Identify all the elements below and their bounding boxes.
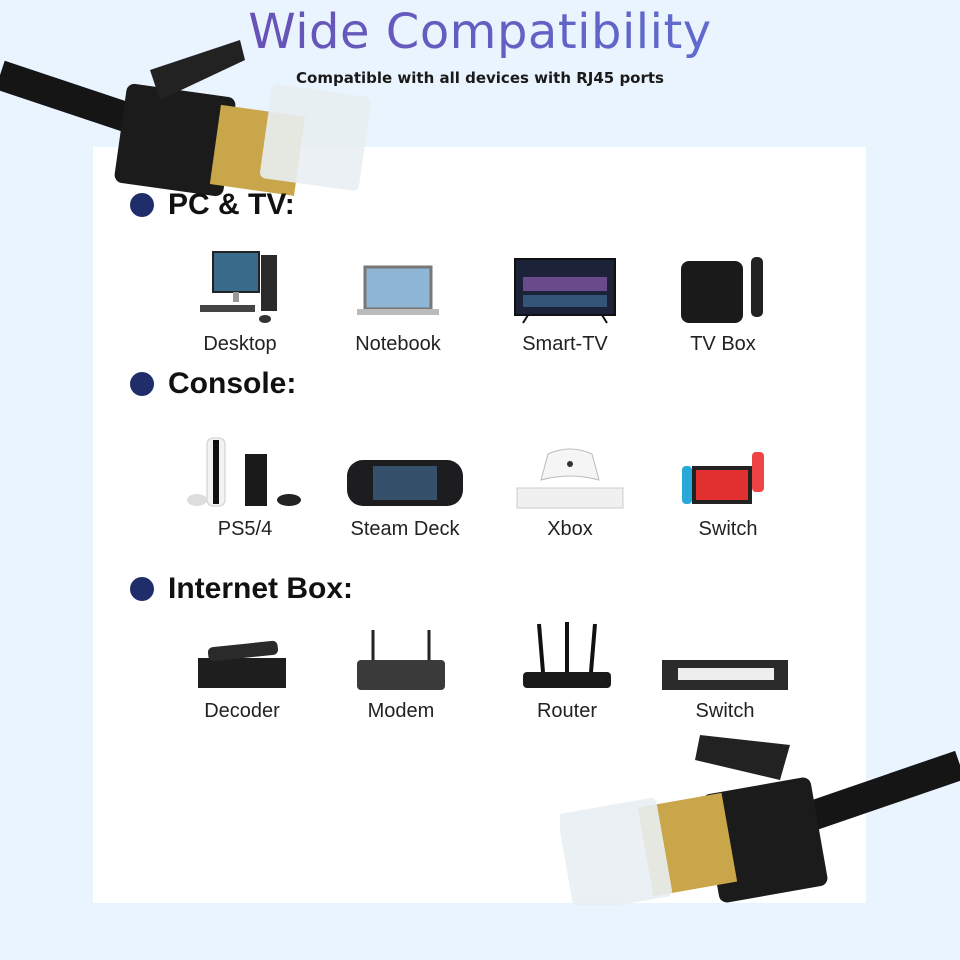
device-label: PS5/4	[217, 518, 273, 540]
device-network-switch: Switch	[650, 612, 800, 723]
tv-icon	[490, 245, 640, 325]
device-label: Xbox	[547, 518, 593, 540]
device-router: Router	[492, 612, 642, 723]
device-label: Decoder	[204, 700, 280, 722]
router-icon	[492, 612, 642, 692]
device-desktop: Desktop	[165, 245, 315, 356]
playstation-icon	[170, 430, 320, 510]
desktop-icon	[165, 245, 315, 325]
bullet-icon	[130, 193, 154, 217]
device-label: Router	[536, 700, 598, 722]
device-smart-tv: Smart-TV	[490, 245, 640, 356]
laptop-icon	[323, 245, 473, 325]
section-title: PC & TV:	[168, 188, 295, 221]
device-label: Smart-TV	[522, 333, 608, 355]
tv-box-icon	[648, 245, 798, 325]
page-title: Wide Compatibility	[0, 4, 960, 60]
decoder-icon	[167, 612, 317, 692]
xbox-icon	[495, 430, 645, 510]
device-tv-box: TV Box	[648, 245, 798, 356]
device-modem: Modem	[326, 612, 476, 723]
device-ps: PS5/4	[170, 430, 320, 541]
device-nintendo-switch: Switch	[653, 430, 803, 541]
device-label: TV Box	[690, 333, 756, 355]
device-label: Switch	[695, 700, 755, 722]
ethernet-cable-top-icon	[0, 40, 371, 197]
modem-icon	[326, 612, 476, 692]
section-title: Console:	[168, 367, 297, 400]
device-label: Modem	[367, 700, 435, 722]
device-label: Desktop	[203, 333, 277, 355]
bullet-icon	[130, 577, 154, 601]
bullet-icon	[130, 372, 154, 396]
nintendo-switch-icon	[653, 430, 803, 510]
steam-deck-icon	[330, 430, 480, 510]
ethernet-cable-bottom-icon	[560, 735, 960, 905]
network-switch-icon	[650, 612, 800, 692]
section-console: Console:	[130, 367, 296, 401]
device-label: Notebook	[355, 333, 441, 355]
device-label: Steam Deck	[350, 518, 460, 540]
device-label: Switch	[698, 518, 758, 540]
device-notebook: Notebook	[323, 245, 473, 356]
section-pc-tv: PC & TV:	[130, 188, 295, 222]
section-internet-box: Internet Box:	[130, 572, 353, 606]
device-steam-deck: Steam Deck	[330, 430, 480, 541]
device-decoder: Decoder	[167, 612, 317, 723]
page-subtitle: Compatible with all devices with RJ45 po…	[296, 69, 664, 87]
section-title: Internet Box:	[168, 572, 354, 605]
device-xbox: Xbox	[495, 430, 645, 541]
